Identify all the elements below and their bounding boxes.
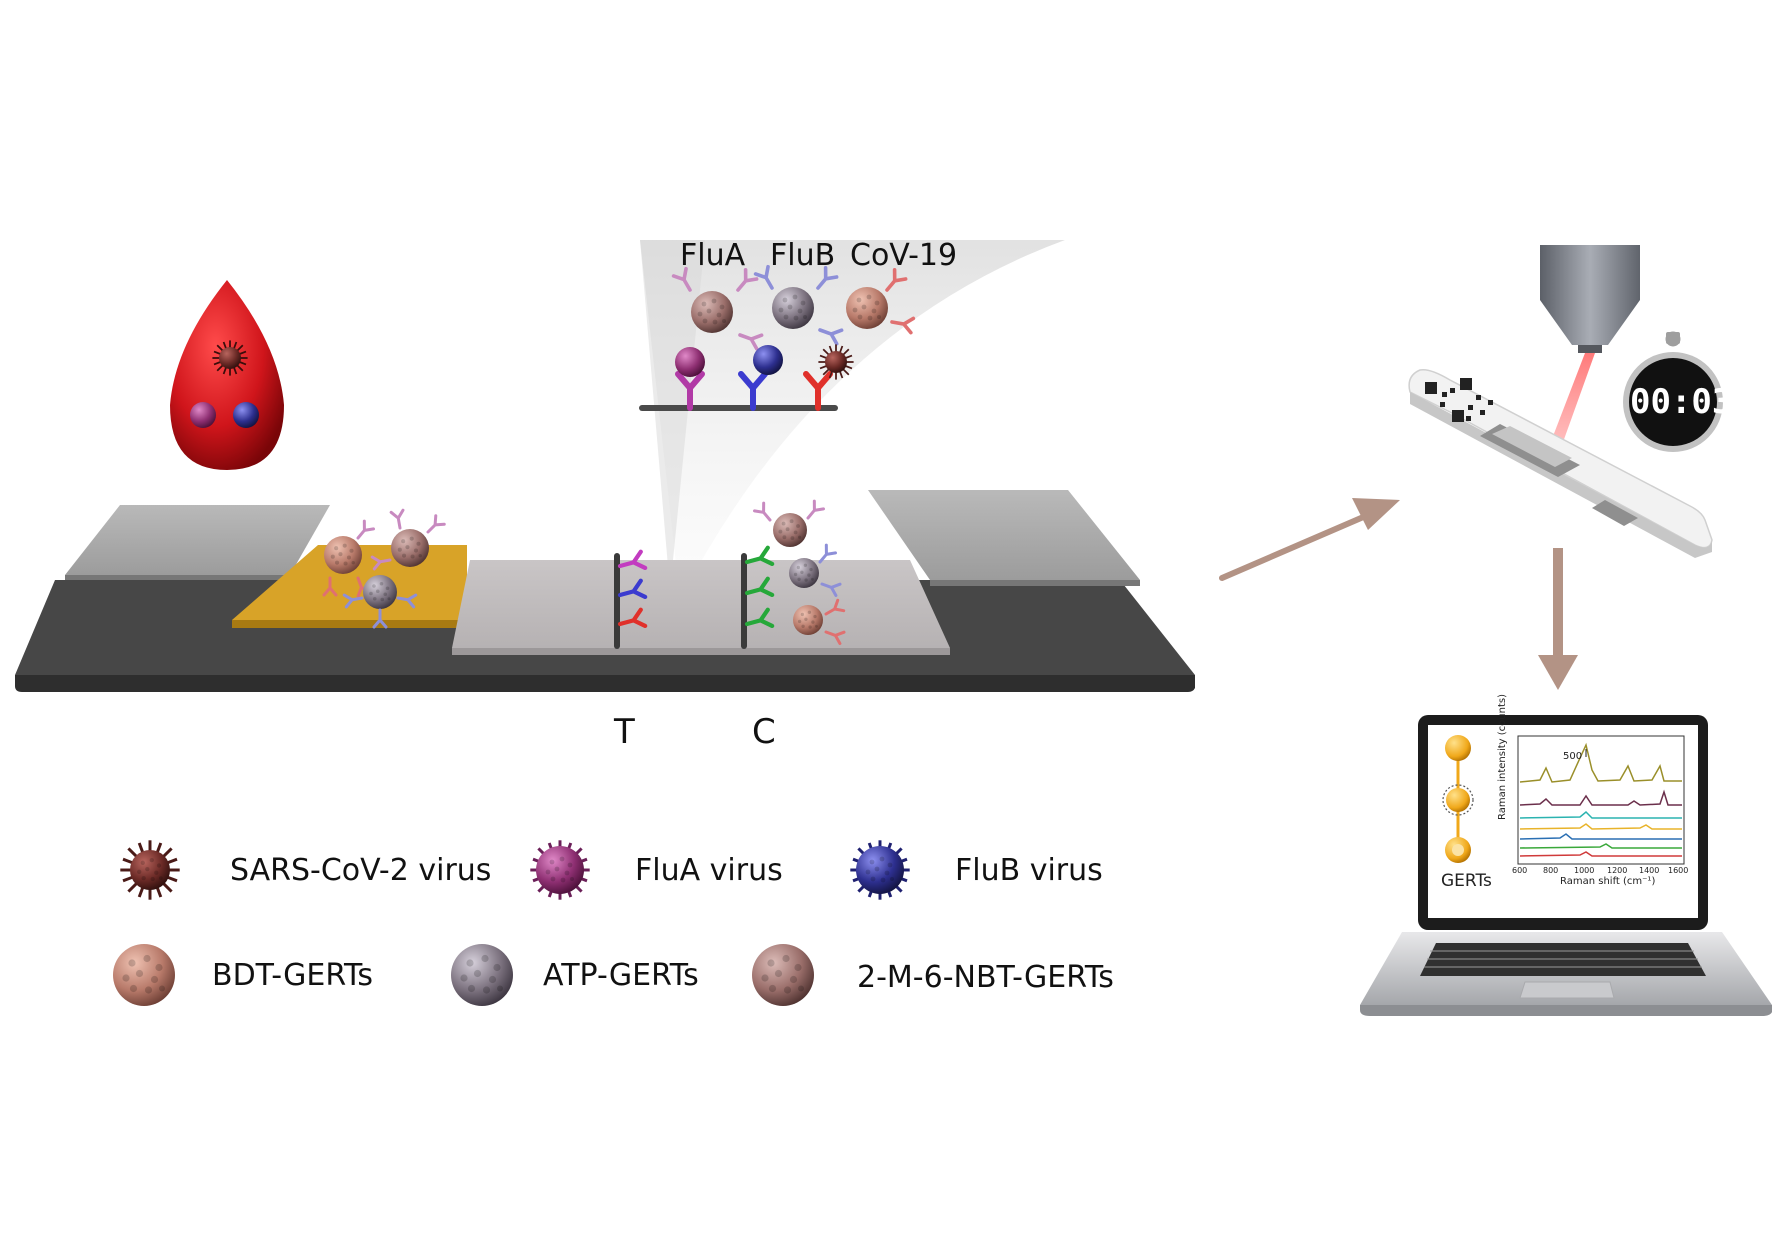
qr-code-icon (1425, 378, 1493, 422)
legend-label-sars-cov-2: SARS-CoV-2 virus (230, 853, 492, 888)
flua-virus-icon (528, 838, 592, 902)
laptop-y-axis-label: Raman intensity (counts) (1497, 693, 1508, 820)
laptop-screen-content (1442, 735, 1685, 865)
bdt-gerts-icon (113, 944, 175, 1006)
laptop-x-tick: 600 (1512, 866, 1528, 875)
test-line-label: T (614, 712, 635, 752)
magnification-beam (640, 240, 1065, 600)
legend-label-flua: FluA virus (635, 853, 783, 888)
laptop-x-axis-label: Raman shift (cm⁻¹) (1560, 876, 1656, 887)
laptop-x-tick: 800 (1543, 866, 1559, 875)
zoom-inset (639, 264, 916, 411)
label-flua: FluA (680, 238, 746, 273)
arrow-to-laptop (1538, 548, 1578, 690)
legend-label-bdt-gerts: BDT-GERTs (212, 958, 374, 993)
laptop-gerts-label: GERTs (1441, 871, 1492, 891)
label-flub: FluB (770, 238, 836, 273)
raman-probe-icon (1540, 245, 1640, 353)
arrow-to-reader (1219, 498, 1400, 581)
lateral-flow-strip (15, 490, 1195, 692)
atp-gerts-icon (451, 944, 513, 1006)
laptop-x-tick: 1000 (1574, 866, 1595, 875)
label-cov-19: CoV-19 (850, 238, 958, 273)
laptop-x-tick: 1200 (1607, 866, 1628, 875)
legend-icons (113, 838, 912, 1006)
legend-label-flub: FluB virus (955, 853, 1103, 888)
control-line-label: C (752, 712, 776, 752)
test-cassette-icon (1408, 368, 1713, 558)
legend-label-atp-gerts: ATP-GERTs (543, 958, 699, 993)
blood-drop-icon (170, 280, 284, 470)
laptop-x-tick: 1600 (1668, 866, 1689, 875)
sars-cov-2-virus-icon (118, 838, 182, 902)
laptop-icon (1360, 715, 1772, 1016)
laptop-scale-label: 500 (1563, 751, 1583, 762)
2-m-6-nbt-gerts-icon (752, 944, 814, 1006)
magnification-beam-shade (640, 240, 705, 590)
timer-display: 00:03 (1630, 382, 1733, 422)
flub-virus-icon (848, 838, 912, 902)
timer-icon (1623, 331, 1723, 452)
laptop-x-tick: 1400 (1639, 866, 1660, 875)
legend-label-2-m-6-nbt-gerts: 2-M-6-NBT-GERTs (857, 960, 1114, 995)
